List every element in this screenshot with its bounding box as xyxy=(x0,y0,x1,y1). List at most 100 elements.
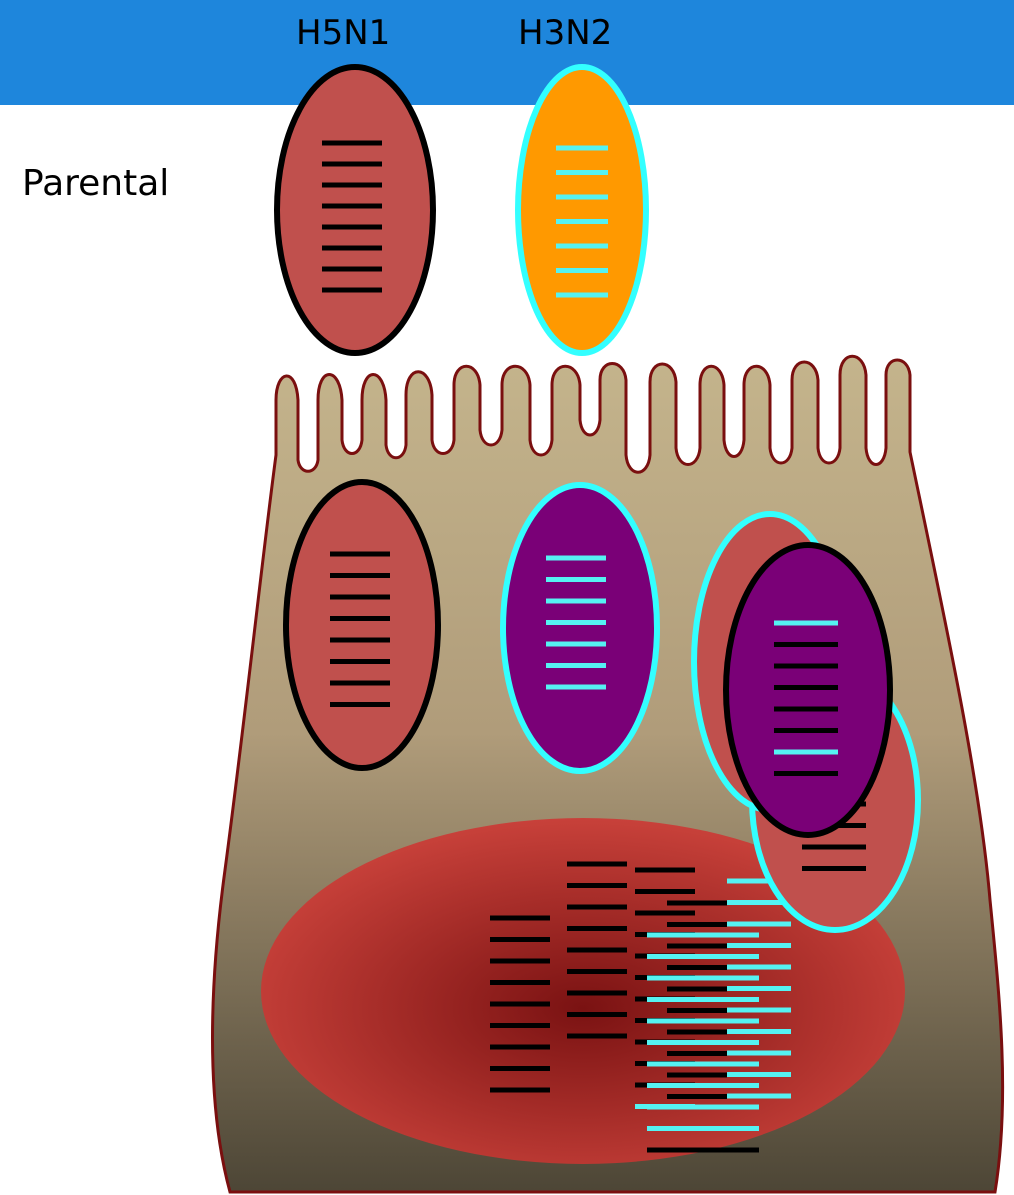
nucleus-rna-segment xyxy=(647,997,759,1002)
nucleus-rna-segment xyxy=(647,1083,759,1088)
rna-segment xyxy=(774,664,838,669)
rna-segment xyxy=(556,244,608,249)
nucleus-rna-segment xyxy=(647,976,759,981)
nucleus-rna-segment xyxy=(567,926,627,931)
rna-segment xyxy=(546,620,606,625)
nucleus-rna-segment xyxy=(727,1051,791,1056)
rna-segment xyxy=(330,573,390,578)
nucleus-rna-segment xyxy=(647,1126,759,1131)
rna-segment xyxy=(322,204,382,209)
rna-segment xyxy=(546,642,606,647)
nucleus-rna-segment xyxy=(727,1029,791,1034)
nucleus-rna-segment xyxy=(667,987,727,992)
nucleus-rna-segment xyxy=(567,969,627,974)
nucleus-rna-segment xyxy=(647,1062,759,1067)
rna-segment xyxy=(546,685,606,690)
nucleus-rna-segment xyxy=(635,868,695,873)
virion-cell-h3n2 xyxy=(503,485,657,771)
nucleus-rna-segment xyxy=(490,916,550,921)
nucleus-rna-segment xyxy=(490,980,550,985)
virion-envelope xyxy=(503,485,657,771)
rna-segment xyxy=(556,195,608,200)
rna-segment xyxy=(322,246,382,251)
nucleus-rna-segment xyxy=(647,1040,759,1045)
nucleus-rna-segment xyxy=(490,1023,550,1028)
nucleus-rna-segment xyxy=(490,1088,550,1093)
rna-segment xyxy=(322,162,382,167)
nucleus-rna-segment xyxy=(490,1002,550,1007)
nucleus-rna-segment xyxy=(635,911,695,916)
rna-segment xyxy=(546,663,606,668)
nucleus-rna-segment xyxy=(667,1073,727,1078)
virion-cell-h5n1 xyxy=(286,482,438,768)
rna-segment xyxy=(330,595,390,600)
rna-segment xyxy=(330,616,390,621)
rna-segment xyxy=(802,866,866,871)
nucleus-rna-segment xyxy=(567,1034,627,1039)
nucleus-rna-segment xyxy=(647,1148,759,1153)
rna-segment xyxy=(774,750,838,755)
nucleus-rna-segment xyxy=(647,1019,759,1024)
nucleus-rna-segment xyxy=(667,1051,727,1056)
rna-segment xyxy=(330,659,390,664)
rna-segment xyxy=(774,728,838,733)
rna-segment xyxy=(330,702,390,707)
rna-segment xyxy=(556,219,608,224)
nucleus-rna-segment xyxy=(490,937,550,942)
rna-segment xyxy=(774,685,838,690)
rna-segment xyxy=(322,141,382,146)
nucleus-rna-segment xyxy=(647,954,759,959)
nucleus-rna-segment xyxy=(647,1105,759,1110)
rna-segment xyxy=(556,268,608,273)
nucleus-rna-segment xyxy=(667,1094,727,1099)
nucleus-rna-segment xyxy=(667,1008,727,1013)
nucleus-rna-segment xyxy=(727,1008,791,1013)
rna-segment xyxy=(322,225,382,230)
rna-segment xyxy=(774,621,838,626)
rna-segment xyxy=(802,845,866,850)
nucleus-rna-segment xyxy=(667,922,727,927)
nucleus-rna-segment xyxy=(635,889,695,894)
nucleus-rna-segment xyxy=(567,1012,627,1017)
nucleus-rna-segment xyxy=(667,944,727,949)
nucleus-rna-segment xyxy=(667,901,727,906)
rna-segment xyxy=(774,771,838,776)
nucleus-rna-segment xyxy=(727,986,791,991)
nucleus-rna-segment xyxy=(727,1072,791,1077)
virion-envelope xyxy=(286,482,438,768)
rna-segment xyxy=(322,288,382,293)
rna-segment xyxy=(546,577,606,582)
virion-envelope xyxy=(277,67,433,353)
rna-segment xyxy=(556,170,608,175)
nucleus-rna-segment xyxy=(567,991,627,996)
rna-segment xyxy=(774,642,838,647)
rna-segment xyxy=(546,556,606,561)
nucleus-rna-segment xyxy=(727,965,791,970)
rna-segment xyxy=(330,681,390,686)
rna-segment xyxy=(774,707,838,712)
nucleus-rna-segment xyxy=(727,943,791,948)
rna-segment xyxy=(556,146,608,151)
virion-parent-h3n2 xyxy=(518,67,646,353)
nucleus-rna-segment xyxy=(647,933,759,938)
nucleus-rna-segment xyxy=(727,1094,791,1099)
rna-segment xyxy=(330,638,390,643)
rna-segment xyxy=(322,183,382,188)
nucleus-rna-segment xyxy=(567,948,627,953)
virion-parent-h5n1 xyxy=(277,67,433,353)
virion-envelope xyxy=(518,67,646,353)
rna-segment xyxy=(556,293,608,298)
rna-segment xyxy=(322,267,382,272)
nucleus-rna-segment xyxy=(667,1030,727,1035)
virion-reassortant xyxy=(726,545,890,835)
rna-segment xyxy=(546,599,606,604)
nucleus-rna-segment xyxy=(667,965,727,970)
nucleus-rna-segment xyxy=(490,1045,550,1050)
nucleus-rna-segment xyxy=(567,883,627,888)
nucleus-rna-segment xyxy=(490,959,550,964)
nucleus-rna-segment xyxy=(490,1066,550,1071)
rna-segment xyxy=(330,552,390,557)
nucleus-rna-segment xyxy=(567,905,627,910)
nucleus-rna-segment xyxy=(567,862,627,867)
